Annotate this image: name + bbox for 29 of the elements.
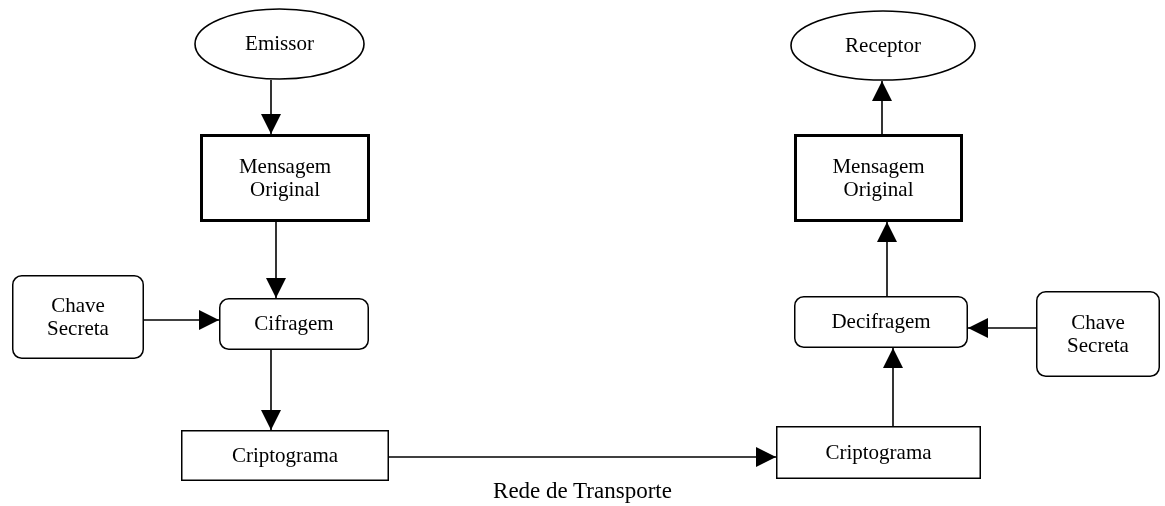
arrow xyxy=(877,221,897,297)
process-box xyxy=(794,296,968,348)
terminal-ellipse xyxy=(790,10,976,81)
node-label: Mensagem Original xyxy=(831,154,926,202)
message-box xyxy=(794,134,963,222)
node-label: Criptograma xyxy=(824,440,933,465)
arrow xyxy=(872,80,892,135)
node-label: Chave Secreta xyxy=(46,293,110,341)
arrow xyxy=(967,318,1037,338)
process-box xyxy=(181,430,389,481)
node-label: Mensagem Original xyxy=(237,154,333,202)
node-label: Emissor xyxy=(244,32,315,56)
terminal-ellipse xyxy=(194,8,365,80)
arrow xyxy=(143,310,220,330)
node-label: Cifragem xyxy=(253,312,335,336)
node-label: Criptograma xyxy=(230,443,340,468)
process-box xyxy=(12,275,144,359)
node-label: Receptor xyxy=(844,33,922,58)
arrow xyxy=(266,221,286,299)
arrow xyxy=(261,79,281,135)
arrow xyxy=(388,447,777,467)
message-box xyxy=(200,134,370,222)
node-label: Decifragem xyxy=(830,310,932,334)
node-label: Chave Secreta xyxy=(1066,310,1130,358)
arrow xyxy=(883,347,903,427)
process-box xyxy=(1036,291,1160,377)
process-box xyxy=(776,426,981,479)
process-box xyxy=(219,298,369,350)
arrow xyxy=(261,349,281,431)
